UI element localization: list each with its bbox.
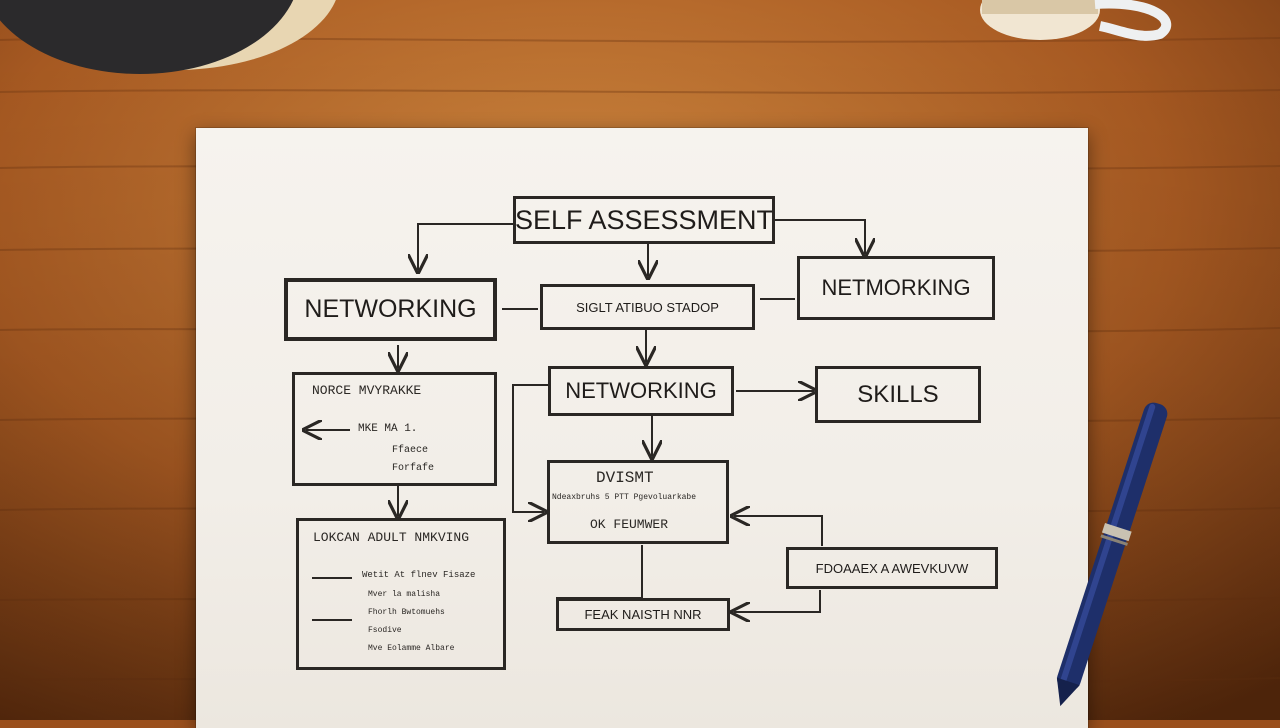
networking-center-label: NETWORKING <box>565 378 717 403</box>
networking-right-label: NETMORKING <box>821 275 971 300</box>
development-box <box>547 460 729 544</box>
arrow-feedback-to-development <box>734 516 823 546</box>
networking-right-box: NETMORKING <box>797 256 995 320</box>
lower-left-line-4: Fsodive <box>368 626 402 635</box>
arrow-title-to-left <box>418 223 513 270</box>
line-development-to-lower <box>556 545 643 599</box>
lower-left-line-3: Fhorlh Bwtomuehs <box>368 608 445 617</box>
feedback-box: FDOAAEX A AWEVKUVW <box>786 547 998 589</box>
left-mid-box <box>292 372 497 486</box>
subtitle-label: SIGLT ATIBUO STADOP <box>576 299 719 315</box>
mug-object <box>980 0 1172 41</box>
lower-left-line-2: Mver la malisha <box>368 590 441 599</box>
lower-left-line-5: Mve Eolamme Albare <box>368 644 455 653</box>
lower-center-label: FEAK NAISTH NNR <box>584 607 702 622</box>
plate-object <box>0 0 336 74</box>
self-assessment-label: SELF ASSESSMENT <box>514 204 774 235</box>
development-title: DVISMT <box>596 469 654 487</box>
left-mid-line-2: Ffaece <box>392 445 429 456</box>
lower-left-box <box>296 518 506 670</box>
lower-left-header: LOKCAN ADULT NMKVING <box>313 530 470 545</box>
arrow-title-to-right <box>775 219 865 254</box>
left-mid-line-3: Forfafe <box>392 463 435 474</box>
networking-left-box: NETWORKING <box>284 278 497 341</box>
networking-left-label: NETWORKING <box>304 295 477 323</box>
lower-center-box: FEAK NAISTH NNR <box>556 598 730 631</box>
self-assessment-box: SELF ASSESSMENT <box>513 196 775 244</box>
networking-center-box: NETWORKING <box>548 366 734 416</box>
arrow-center-to-development <box>512 384 548 512</box>
subtitle-box: SIGLT ATIBUO STADOP <box>540 284 755 330</box>
left-mid-line-1: MKE MA 1. <box>358 423 418 435</box>
arrow-feedback-to-lower <box>734 590 821 612</box>
skills-label: SKILLS <box>857 380 939 408</box>
development-line: Ndeaxbruhs 5 PTT Pgevoluarkabe <box>552 493 697 502</box>
feedback-label: FDOAAEX A AWEVKUVW <box>815 560 969 576</box>
skills-box: SKILLS <box>815 366 981 423</box>
lower-left-line-1: Wetit At flnev Fisaze <box>362 570 476 580</box>
pen-object <box>1056 402 1168 707</box>
development-line-2: OK FEUMWER <box>590 517 669 532</box>
left-mid-header: NORCE MVYRAKKE <box>312 383 422 398</box>
